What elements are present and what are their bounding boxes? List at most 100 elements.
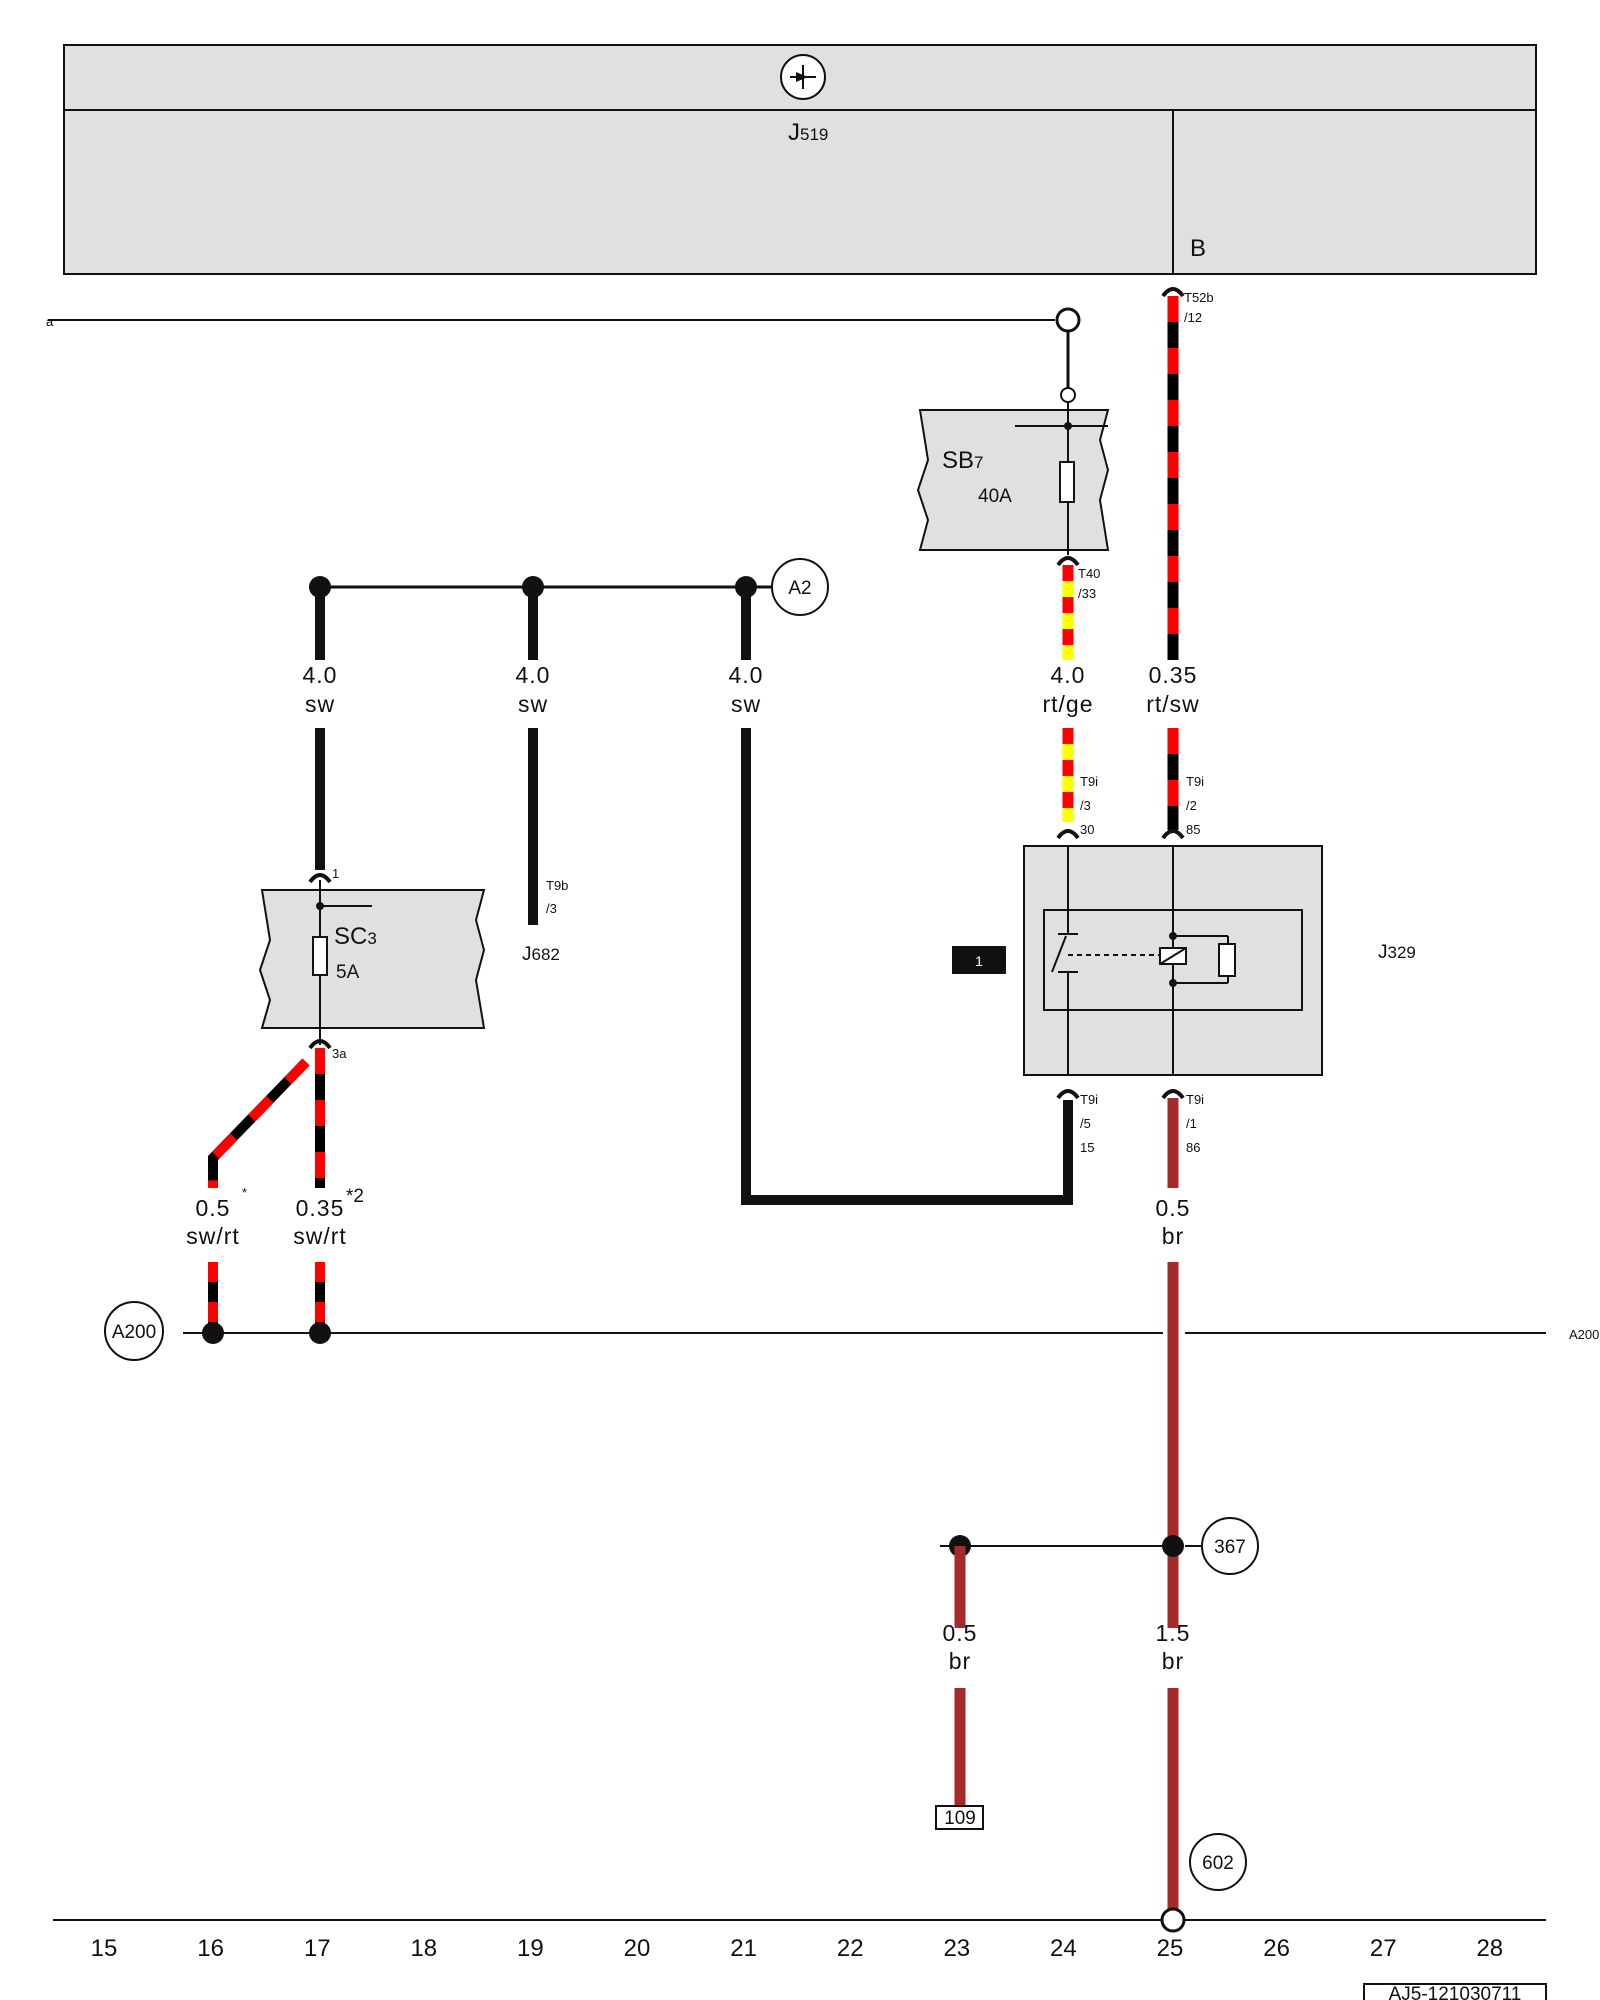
connector-t9i-3: T9i <box>1080 774 1098 789</box>
fuse-sb7-rating: 40A <box>978 486 1012 507</box>
connector-t9i-5: T9i <box>1080 1092 1098 1107</box>
connector-t9i-1-term: 86 <box>1186 1140 1200 1155</box>
connector-t9i-2-term: 85 <box>1186 822 1200 837</box>
fuse-sc3-rating: 5A <box>336 962 360 983</box>
connector-t9i-2: T9i <box>1186 774 1204 789</box>
terminal-circle-small <box>1060 387 1076 403</box>
grid-number: 17 <box>304 1935 331 1962</box>
control-unit-j519: J519 B <box>63 44 1537 275</box>
grid-number: 15 <box>91 1935 118 1962</box>
control-unit-symbol-icon <box>780 54 826 100</box>
connector-t9i-5-term: 15 <box>1080 1140 1094 1155</box>
connector-t9i-5-icon <box>1056 1089 1080 1100</box>
control-unit-label: J519 <box>788 119 828 146</box>
fuse-sc3-name: SC3 <box>334 923 377 950</box>
relay-j329 <box>1023 845 1323 1076</box>
wire-w5-color: rt/sw <box>1146 691 1200 717</box>
bus-a200 <box>183 1322 1546 1344</box>
right-edge-label: A200 <box>1569 1327 1599 1342</box>
unit-j682-label: J682 <box>522 944 560 965</box>
connector-t52b: T52b <box>1184 290 1214 305</box>
wire-w5-size: 0.35 <box>1149 662 1198 688</box>
fuse-sb7: SB7 40A <box>916 402 1110 555</box>
wire-w6-size: 0.5 <box>196 1195 231 1221</box>
wire-w6-note: * <box>242 1185 247 1200</box>
connector-t9i-1-pin: /1 <box>1186 1116 1197 1131</box>
wire-w7-size: 0.35 <box>296 1195 345 1221</box>
fuse-sc3-pin-out: 3a <box>332 1046 347 1061</box>
ref-a2-label: A2 <box>788 578 811 599</box>
pin-b-label: B <box>1190 235 1206 262</box>
fuse-sb7-name: SB7 <box>942 447 983 474</box>
connector-t9i-2-icon <box>1161 829 1185 840</box>
terminal-circle <box>1055 307 1081 333</box>
wire-w7-note: *2 <box>346 1186 364 1207</box>
ref-109-label: 109 <box>944 1808 976 1829</box>
ref-a200 <box>104 1301 164 1361</box>
grid-number: 24 <box>1050 1935 1077 1962</box>
connector-t9i-3-icon <box>1056 829 1080 840</box>
fuse-element-icon <box>312 936 328 976</box>
grid-number: 26 <box>1263 1935 1290 1962</box>
wire-w3-color: sw <box>731 691 761 717</box>
grid-numbers: 15 16 17 18 19 20 21 22 23 24 25 26 27 28 <box>91 1935 1504 1962</box>
connector-t9b-pin: /3 <box>546 901 557 916</box>
connector-t52b-icon <box>1161 287 1185 298</box>
grid-number: 18 <box>410 1935 437 1962</box>
wire-w7-color: sw/rt <box>293 1223 347 1249</box>
wire-w8-size: 0.5 <box>1156 1195 1191 1221</box>
wire-sw-3-lower <box>741 728 1073 1205</box>
wire-w3-size: 4.0 <box>729 662 764 688</box>
wire-w2-color: sw <box>518 691 548 717</box>
connector-t9b: T9b <box>546 878 568 893</box>
wire-w2-size: 4.0 <box>516 662 551 688</box>
connector-t9i-5-pin: /5 <box>1080 1116 1091 1131</box>
grid-number: 19 <box>517 1935 544 1962</box>
grid-number: 21 <box>730 1935 757 1962</box>
grid-number: 20 <box>624 1935 651 1962</box>
connector-t40-icon <box>1056 556 1080 567</box>
ground-terminal <box>1160 1907 1186 1933</box>
connector-t40-pin: /33 <box>1078 586 1096 601</box>
relay-marker-badge <box>952 946 1006 974</box>
junction-367 <box>940 1535 1202 1557</box>
connector-t9i-2-pin: /2 <box>1186 798 1197 813</box>
connector-sc3-in-icon <box>308 873 332 884</box>
grid-number: 23 <box>943 1935 970 1962</box>
ref-367-label: 367 <box>1214 1537 1246 1558</box>
footer-code-box <box>1363 1983 1547 2000</box>
wire-w4-size: 4.0 <box>1051 662 1086 688</box>
ref-602 <box>1189 1833 1247 1891</box>
grid-number: 25 <box>1157 1935 1184 1962</box>
connector-t9i-1: T9i <box>1186 1092 1204 1107</box>
wire-w10-size: 1.5 <box>1156 1620 1191 1646</box>
wire-w1-size: 4.0 <box>303 662 338 688</box>
grid-number: 22 <box>837 1935 864 1962</box>
ref-109-box <box>935 1805 984 1830</box>
wire-w8-color: br <box>1162 1223 1184 1249</box>
ref-602-label: 602 <box>1202 1853 1234 1874</box>
connector-t9i-3-term: 30 <box>1080 822 1094 837</box>
wire-w4-color: rt/ge <box>1042 691 1093 717</box>
footer-code: AJ5-121030711 <box>1389 1984 1522 2000</box>
grid-number: 16 <box>197 1935 224 1962</box>
relay-marker-text: 1 <box>975 953 983 969</box>
grid-number: 27 <box>1370 1935 1397 1962</box>
wire-w1-color: sw <box>305 691 335 717</box>
grid-number: 28 <box>1476 1935 1503 1962</box>
relay-switch-icon <box>1051 935 1067 973</box>
left-edge-label: a <box>46 314 54 329</box>
wire-w9-size: 0.5 <box>943 1620 978 1646</box>
wire-w9-color: br <box>949 1648 971 1674</box>
fuse-element-icon <box>1059 461 1075 503</box>
ref-a2 <box>771 558 829 616</box>
wire-w6-color: sw/rt <box>186 1223 240 1249</box>
bus-sw <box>309 576 772 598</box>
wire-sw-rt-diagonal <box>208 1058 310 1188</box>
connector-t9i-3-pin: /3 <box>1080 798 1091 813</box>
ref-a200-label: A200 <box>112 1322 156 1343</box>
wire-w10-color: br <box>1162 1648 1184 1674</box>
relay-j329-label: J329 <box>1378 942 1416 963</box>
connector-t40: T40 <box>1078 566 1100 581</box>
